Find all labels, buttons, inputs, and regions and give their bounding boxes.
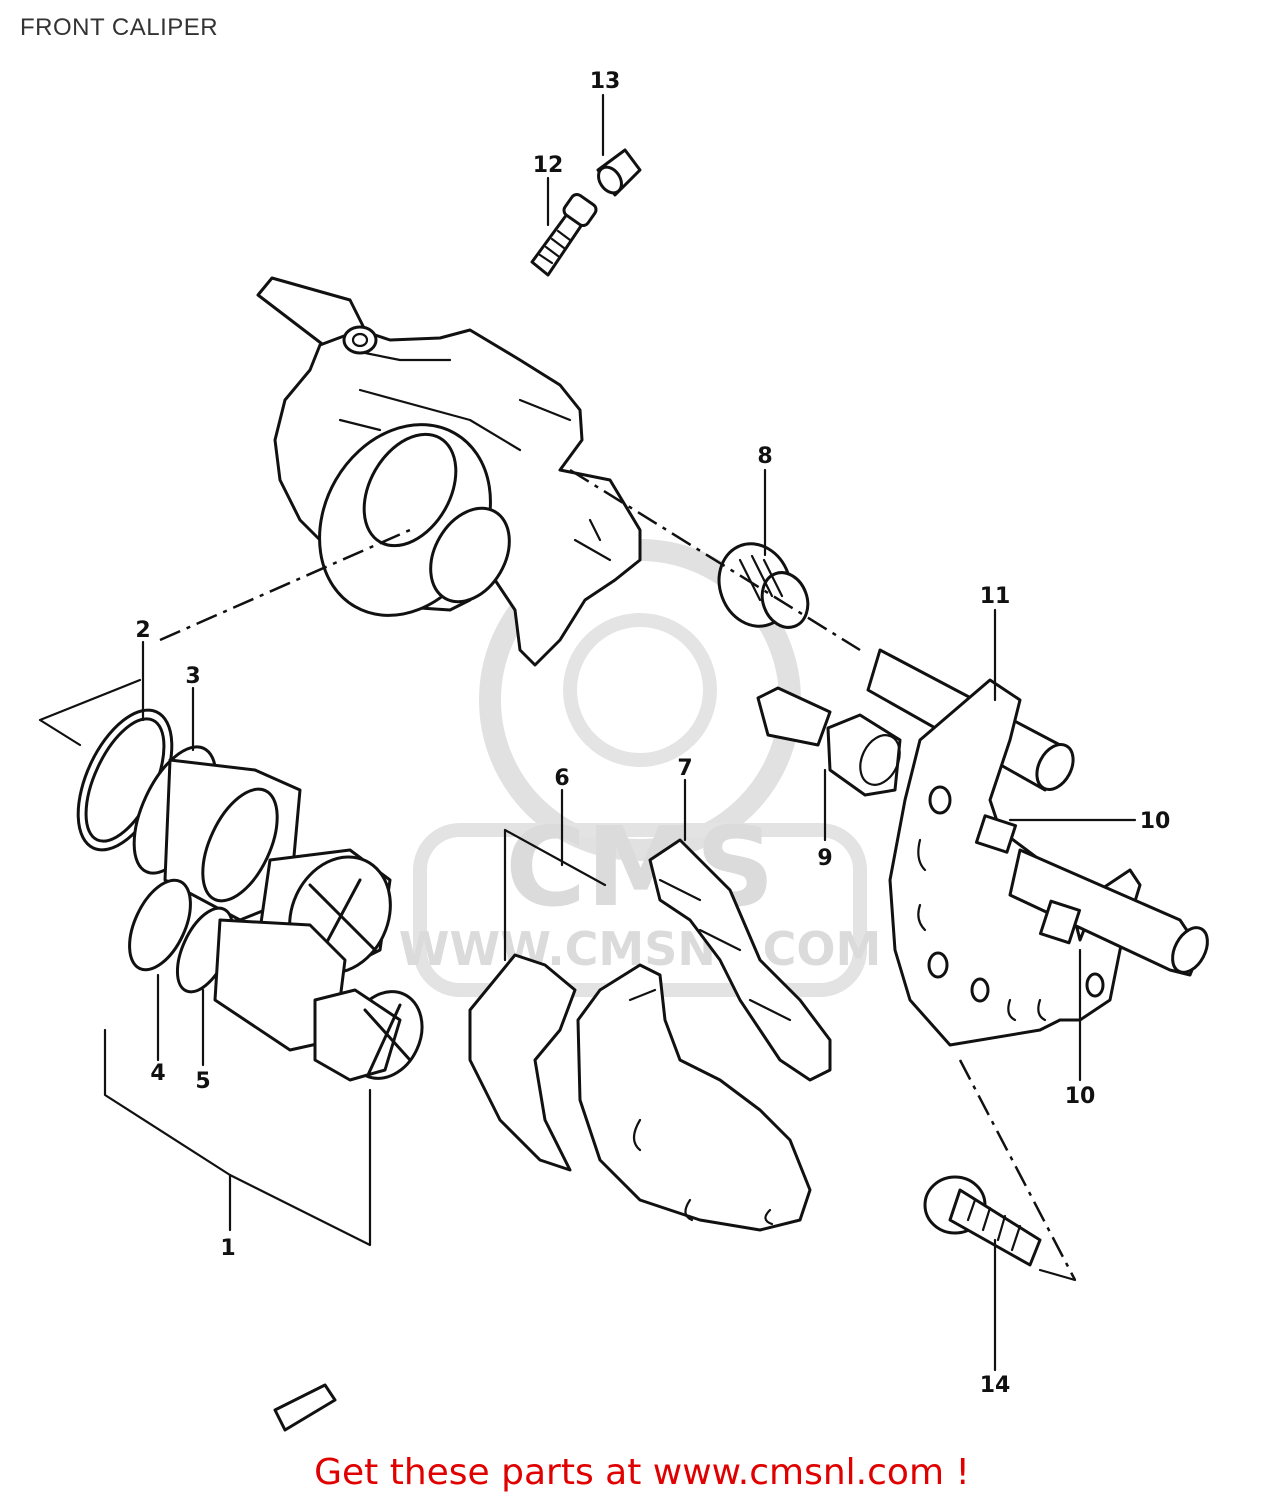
- callout-8: 8: [757, 444, 772, 469]
- callout-12: 12: [533, 153, 564, 178]
- callout-6: 6: [554, 766, 569, 791]
- footer-link-text[interactable]: Get these parts at www.cmsnl.com !: [314, 1452, 970, 1493]
- callout-4: 4: [150, 1061, 165, 1086]
- callout-7: 7: [677, 756, 692, 781]
- boot-8: [717, 542, 810, 629]
- watermark-logo: CMS WWW.CMSNL.COM: [399, 539, 881, 997]
- callout-5: 5: [195, 1069, 210, 1094]
- callout-10-lower: 10: [1065, 1084, 1096, 1109]
- brake-pads-6: [468, 828, 812, 1232]
- callout-13: 13: [590, 69, 621, 94]
- callout-1: 1: [220, 1236, 235, 1261]
- mounting-bolt-14: [923, 1175, 1042, 1267]
- page-title: FRONT CALIPER: [20, 14, 219, 41]
- piston-set: [76, 708, 424, 1082]
- leader-lines: [103, 93, 1137, 1372]
- callout-10-upper: 10: [1140, 809, 1171, 834]
- callout-numbers: 1 2 3 4 5 6 7 8 9 10 10 11 12 13 14: [135, 69, 1170, 1398]
- bleeder-cap-13: [596, 148, 642, 197]
- callout-11: 11: [980, 584, 1011, 609]
- small-stamp-mark: [273, 1383, 337, 1432]
- callout-3: 3: [185, 664, 200, 689]
- slide-pin-9: [756, 686, 902, 797]
- pad-spring-7: [648, 838, 832, 1082]
- callout-9: 9: [817, 846, 832, 871]
- caliper-body: [256, 276, 642, 667]
- callout-14: 14: [980, 1373, 1011, 1398]
- caliper-bracket: [888, 678, 1209, 1047]
- bleeder-screw-12: [530, 192, 598, 277]
- callout-2: 2: [135, 618, 150, 643]
- assembly-center-lines: [38, 468, 1077, 1282]
